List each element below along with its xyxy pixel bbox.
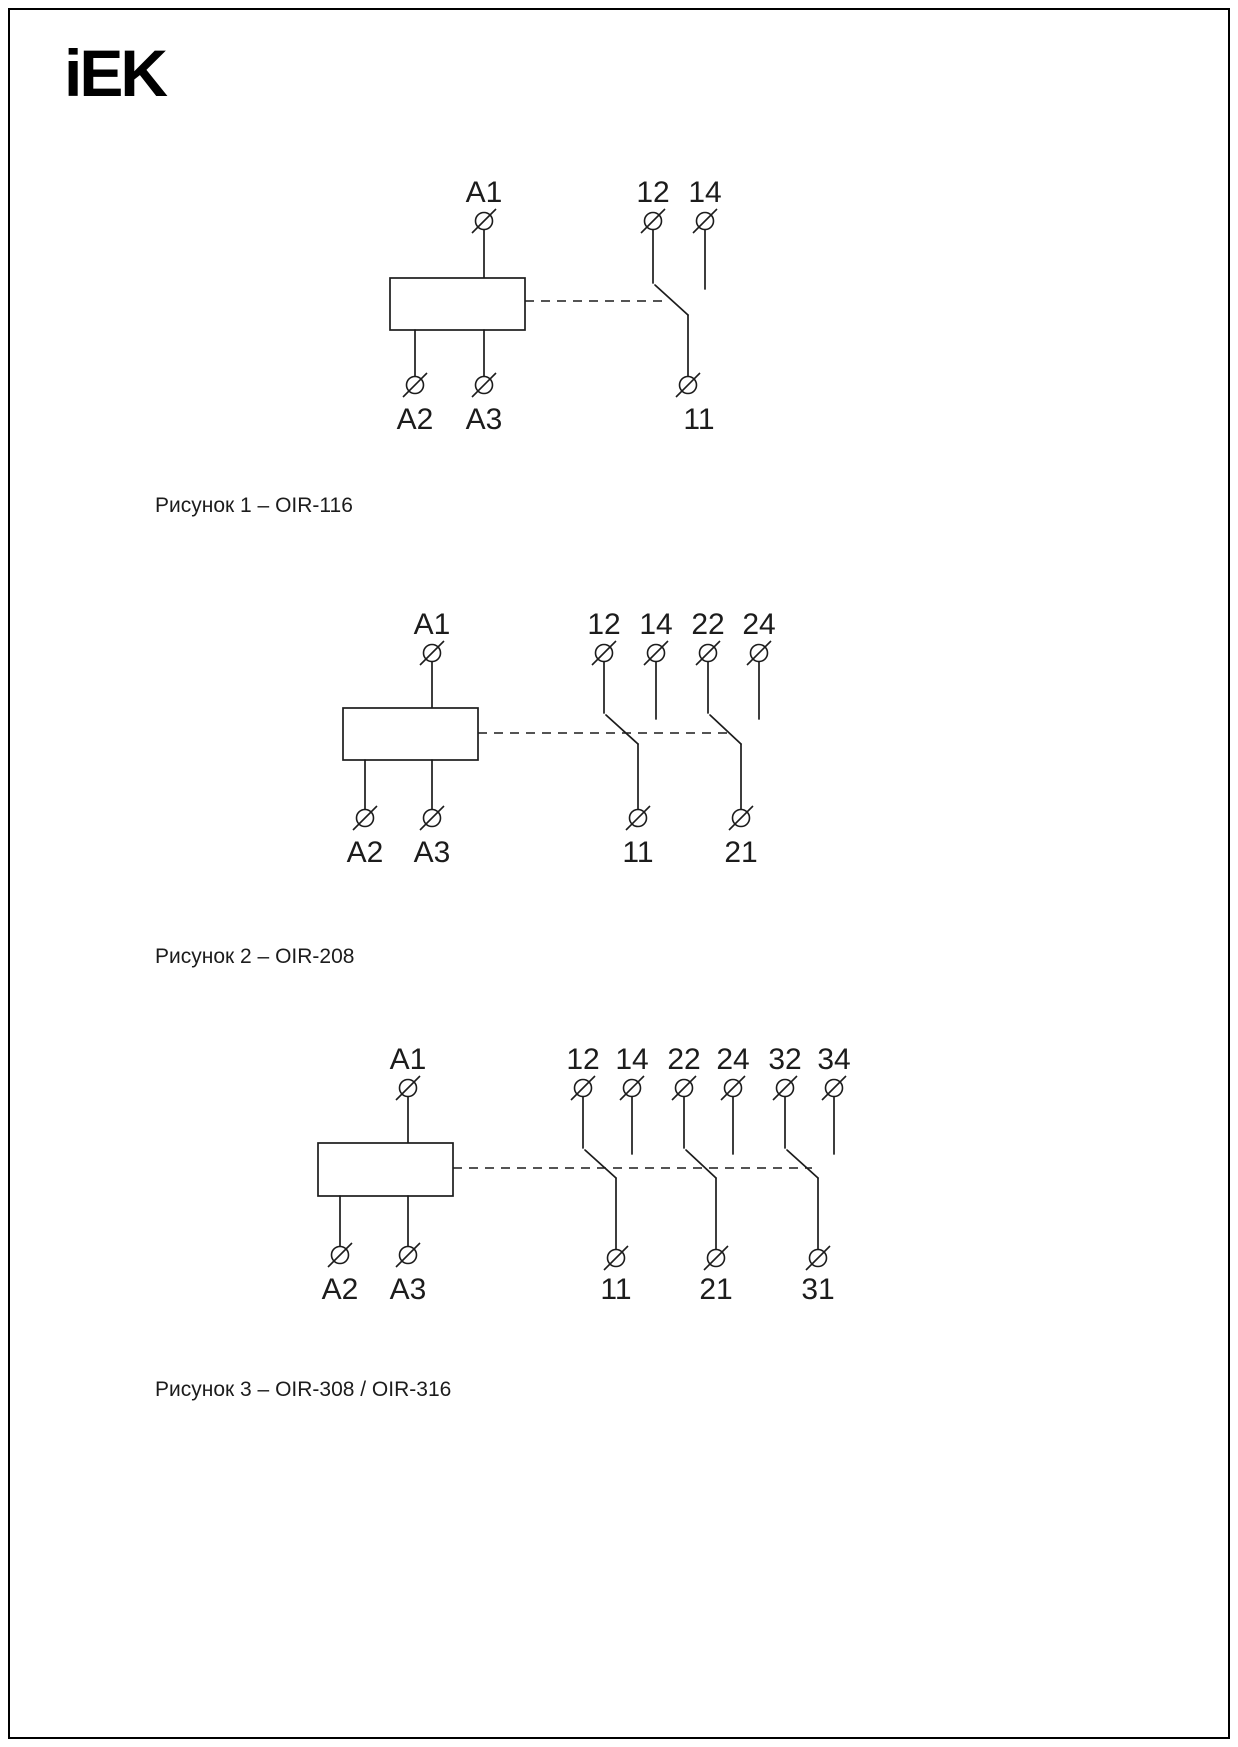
terminal-label-a2: A2 — [397, 403, 434, 436]
figure-3-diagram: A1 A2 A3 12 14 22 24 32 34 — [317, 1043, 851, 1306]
terminal-icon — [327, 1242, 353, 1268]
terminal-label-a3: A3 — [390, 1273, 427, 1306]
terminal-label-34: 34 — [817, 1043, 850, 1076]
figure-3-caption: Рисунок 3 – OIR-308 / OIR-316 — [155, 1378, 451, 1401]
contact-arm — [709, 714, 742, 745]
terminal-icon — [352, 805, 378, 831]
relay-coil-box — [317, 1142, 454, 1197]
terminal-label-12: 12 — [587, 608, 620, 641]
terminal-icon — [402, 372, 428, 398]
terminal-label-12: 12 — [566, 1043, 599, 1076]
contact-arm — [685, 1149, 717, 1179]
terminal-label-24: 24 — [716, 1043, 749, 1076]
terminal-label-14: 14 — [615, 1043, 648, 1076]
terminal-label-14: 14 — [639, 608, 672, 641]
terminal-label-31: 31 — [801, 1273, 834, 1306]
terminal-label-11: 11 — [683, 403, 714, 436]
terminal-icon — [395, 1242, 421, 1268]
terminal-icon — [805, 1245, 831, 1271]
contact-arm — [786, 1149, 819, 1179]
terminal-icon — [703, 1245, 729, 1271]
terminal-label-22: 22 — [691, 608, 724, 641]
figure-2-diagram: A1 A2 A3 12 14 22 24 11 — [342, 608, 776, 869]
relay-coil-box — [389, 277, 526, 331]
figure-1-caption: Рисунок 1 – OIR-116 — [155, 494, 353, 517]
terminal-icon — [625, 805, 651, 831]
terminal-label-24: 24 — [742, 608, 775, 641]
terminal-label-22: 22 — [667, 1043, 700, 1076]
terminal-label-a3: A3 — [414, 836, 451, 869]
terminal-label-14: 14 — [688, 176, 721, 209]
terminal-label-11: 11 — [600, 1273, 631, 1306]
iek-logo: iEK — [64, 36, 168, 110]
contact-arm — [654, 284, 689, 316]
relay-coil-box — [342, 707, 479, 761]
terminal-icon — [675, 372, 701, 398]
terminal-label-a3: A3 — [466, 403, 503, 436]
contact-arm — [605, 714, 639, 745]
terminal-icon — [603, 1245, 629, 1271]
terminal-label-21: 21 — [699, 1273, 732, 1306]
terminal-label-a1: A1 — [414, 608, 451, 641]
terminal-label-a2: A2 — [322, 1273, 359, 1306]
figure-2-caption: Рисунок 2 – OIR-208 — [155, 945, 354, 968]
terminal-icon — [419, 805, 445, 831]
terminal-label-21: 21 — [724, 836, 757, 869]
terminal-label-a1: A1 — [390, 1043, 427, 1076]
terminal-label-a1: A1 — [466, 176, 503, 209]
figure-1-diagram: A1 A2 A3 12 14 11 — [389, 176, 722, 436]
terminal-icon — [728, 805, 754, 831]
terminal-icon — [471, 372, 497, 398]
terminal-label-12: 12 — [636, 176, 669, 209]
terminal-label-32: 32 — [768, 1043, 801, 1076]
contact-arm — [584, 1149, 617, 1179]
terminal-label-a2: A2 — [347, 836, 384, 869]
terminal-label-11: 11 — [622, 836, 653, 869]
